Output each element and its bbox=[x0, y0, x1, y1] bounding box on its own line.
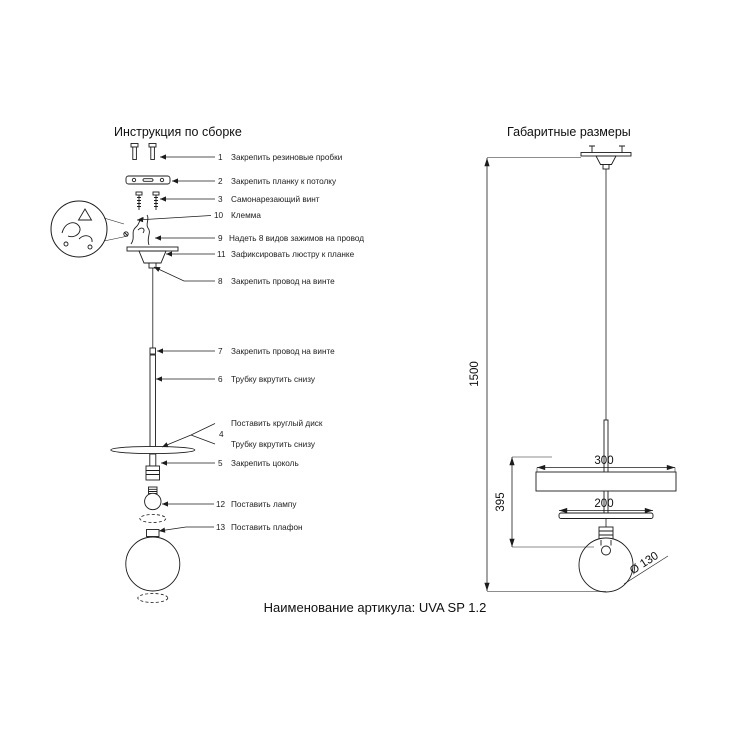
rubber-plugs-part bbox=[130, 143, 157, 160]
dim-200-label: 200 bbox=[594, 498, 613, 510]
instruction-label: Поставить лампу bbox=[231, 500, 297, 509]
dim-leader-diameter bbox=[623, 555, 669, 585]
assembly-diagram: Инструкция по сборке bbox=[50, 125, 364, 603]
instruction-number: 12 bbox=[216, 500, 226, 509]
dim-300-label: 300 bbox=[594, 455, 613, 467]
instruction-label: Самонарезающий винт bbox=[231, 195, 320, 204]
canopy-nipple bbox=[602, 164, 610, 170]
instruction-number: 4 bbox=[219, 430, 224, 439]
article-name: Наименование артикула: UVA SP 1.2 bbox=[264, 600, 487, 615]
lower-tube-part bbox=[149, 453, 157, 467]
instruction-number: 2 bbox=[218, 177, 223, 186]
instruction-label: Поставить круглый диск bbox=[231, 419, 323, 428]
instruction-label: Трубку вкрутить снизу bbox=[231, 375, 316, 384]
glass-shade bbox=[578, 537, 634, 593]
instruction-number: 1 bbox=[218, 153, 223, 162]
instruction-number: 8 bbox=[218, 277, 223, 286]
leader-lines bbox=[136, 154, 216, 533]
instruction-label: Надеть 8 видов зажимов на провод bbox=[229, 234, 364, 243]
disk-large bbox=[535, 471, 677, 492]
instruction-number: 3 bbox=[218, 195, 223, 204]
instruction-label: Трубку вкрутить снизу bbox=[231, 440, 316, 449]
instruction-label: Закрепить провод на винте bbox=[231, 277, 335, 286]
glass-shade-part bbox=[125, 536, 181, 592]
ceiling-canopy-part bbox=[126, 246, 179, 269]
detail-circle bbox=[50, 200, 129, 258]
dim-1500-label: 1500 bbox=[469, 361, 481, 387]
assembly-title: Инструкция по сборке bbox=[114, 125, 242, 139]
instruction-number: 7 bbox=[218, 347, 223, 356]
dimensions-diagram: Габаритные размеры 1500 395 bbox=[469, 125, 677, 593]
instruction-label: Закрепить провод на винте bbox=[231, 347, 335, 356]
mount-screws bbox=[589, 145, 625, 153]
instruction-label: Клемма bbox=[231, 211, 261, 220]
rotate-hint-upper bbox=[139, 514, 167, 523]
extension-lines-1500 bbox=[487, 157, 606, 592]
instruction-number: 6 bbox=[218, 375, 223, 384]
canopy bbox=[595, 155, 617, 165]
socket-part bbox=[145, 465, 160, 481]
screws-part bbox=[135, 191, 160, 210]
instruction-label: Закрепить цоколь bbox=[231, 459, 299, 468]
inner-bulb bbox=[600, 540, 612, 556]
extension-lines-395 bbox=[512, 456, 594, 548]
instruction-number: 9 bbox=[218, 234, 223, 243]
instruction-number: 10 bbox=[214, 211, 224, 220]
instruction-label: Закрепить планку к потолку bbox=[231, 177, 337, 186]
instruction-label: Зафиксировать люстру к планке bbox=[231, 250, 355, 259]
mount-plank-part bbox=[125, 175, 171, 185]
instruction-number: 11 bbox=[217, 250, 226, 259]
dimensions-title: Габаритные размеры bbox=[507, 125, 631, 139]
mount-plate bbox=[580, 152, 632, 157]
instruction-number: 5 bbox=[218, 459, 223, 468]
extension-ticks-300 bbox=[536, 467, 676, 472]
rotate-hint-lower bbox=[137, 593, 169, 603]
instruction-number: 13 bbox=[216, 523, 226, 532]
instruction-label: Поставить плафон bbox=[231, 523, 303, 532]
dim-395-label: 395 bbox=[495, 492, 507, 511]
shade-neck-part bbox=[146, 529, 160, 537]
round-disk-part bbox=[110, 445, 196, 455]
bulb-part bbox=[144, 486, 162, 511]
shade-socket bbox=[598, 526, 614, 540]
wire-screw-part bbox=[149, 347, 156, 355]
rod-part bbox=[149, 354, 156, 449]
instruction-label: Закрепить резиновые пробки bbox=[231, 153, 342, 162]
disk-small bbox=[558, 512, 654, 519]
